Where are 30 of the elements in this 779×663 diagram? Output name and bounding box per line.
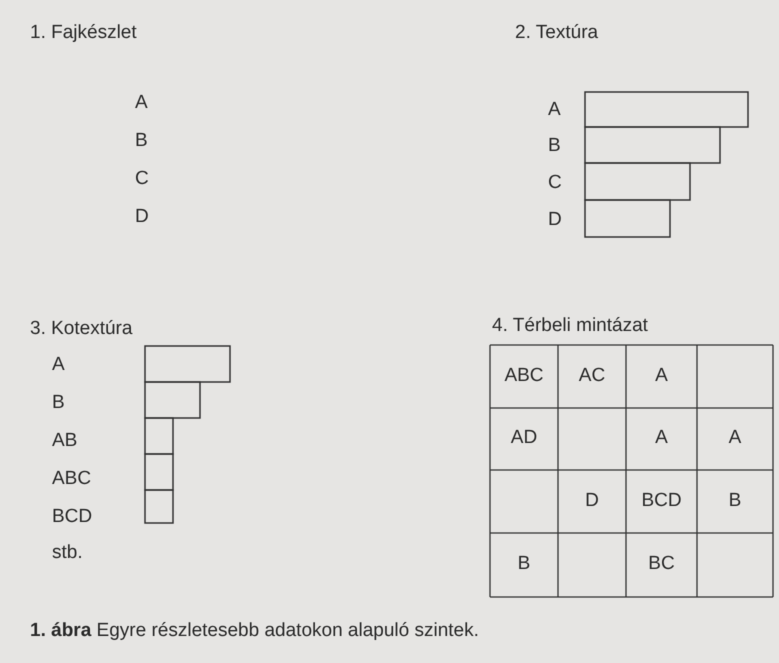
species-label: B (52, 392, 65, 414)
species-label: D (135, 206, 149, 228)
species-label: AB (52, 430, 78, 452)
cell-text: BC (647, 553, 676, 575)
cell-text: D (584, 490, 600, 512)
panel-heading: 3. Kotextúra (30, 318, 132, 340)
cell-text: ABC (503, 364, 545, 386)
species-label: D (548, 209, 562, 231)
cell-text: B (516, 553, 532, 575)
species-label: A (548, 99, 561, 121)
cell-text: AD (510, 427, 538, 449)
species-label: ABC (52, 468, 92, 490)
species-label: A (52, 354, 65, 376)
species-label: BCD (52, 506, 92, 528)
species-label: C (135, 168, 149, 190)
figure-caption: 1. ábra Egyre részletesebb adatokon alapuló szintek. (30, 620, 479, 642)
panel-heading: 1. Fajkészlet (30, 22, 137, 44)
species-label: B (548, 135, 561, 157)
species-label: stb. (52, 542, 83, 564)
species-label: B (135, 130, 148, 152)
cell-text: A (654, 427, 669, 449)
species-label: A (135, 92, 148, 114)
cell-text: AC (578, 364, 606, 386)
panel-heading: 2. Textúra (515, 22, 598, 44)
cell-text: A (654, 364, 669, 386)
cell-text: A (728, 427, 742, 449)
cell-text: B (728, 490, 742, 512)
cell-text: BCD (640, 490, 683, 512)
panel-heading: 4. Térbeli mintázat (492, 315, 648, 337)
species-label: C (548, 172, 562, 194)
